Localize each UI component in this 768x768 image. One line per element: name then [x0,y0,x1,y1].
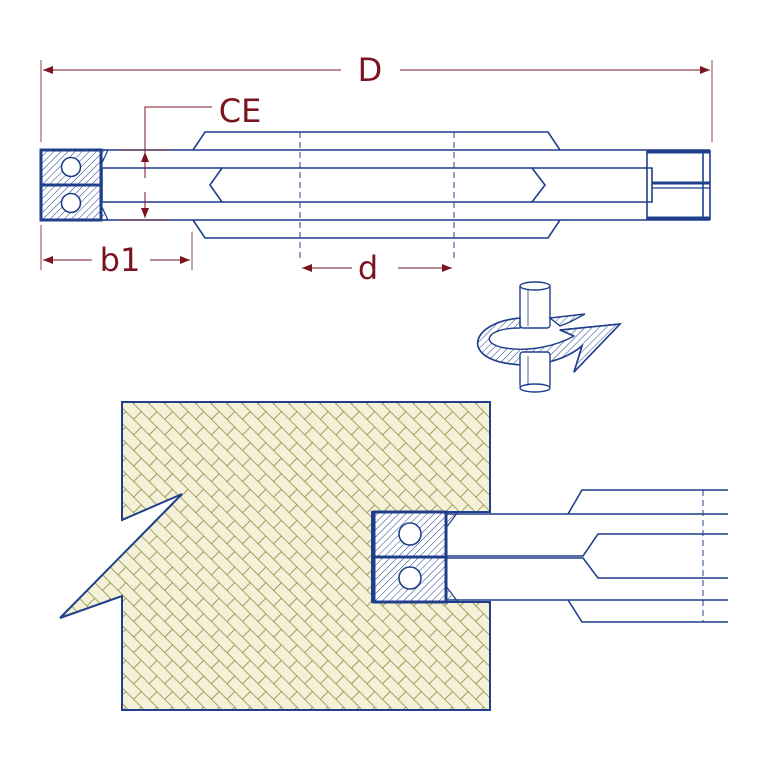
cutter-side-view [101,131,711,239]
label-b1: b1 [100,241,141,279]
label-CE: CE [219,92,262,130]
cutter-engaged-view [446,489,728,623]
label-D: D [358,51,383,89]
rotation-direction-icon [477,281,623,393]
bore-center-lines [299,132,455,262]
dimension-D [40,60,713,142]
workpiece-section [59,401,491,711]
label-d: d [358,249,378,287]
cutting-tip-bottom [372,510,460,604]
dimension-b1 [40,225,193,270]
cutting-tip-top [39,148,109,222]
dimension-CE [120,106,212,221]
